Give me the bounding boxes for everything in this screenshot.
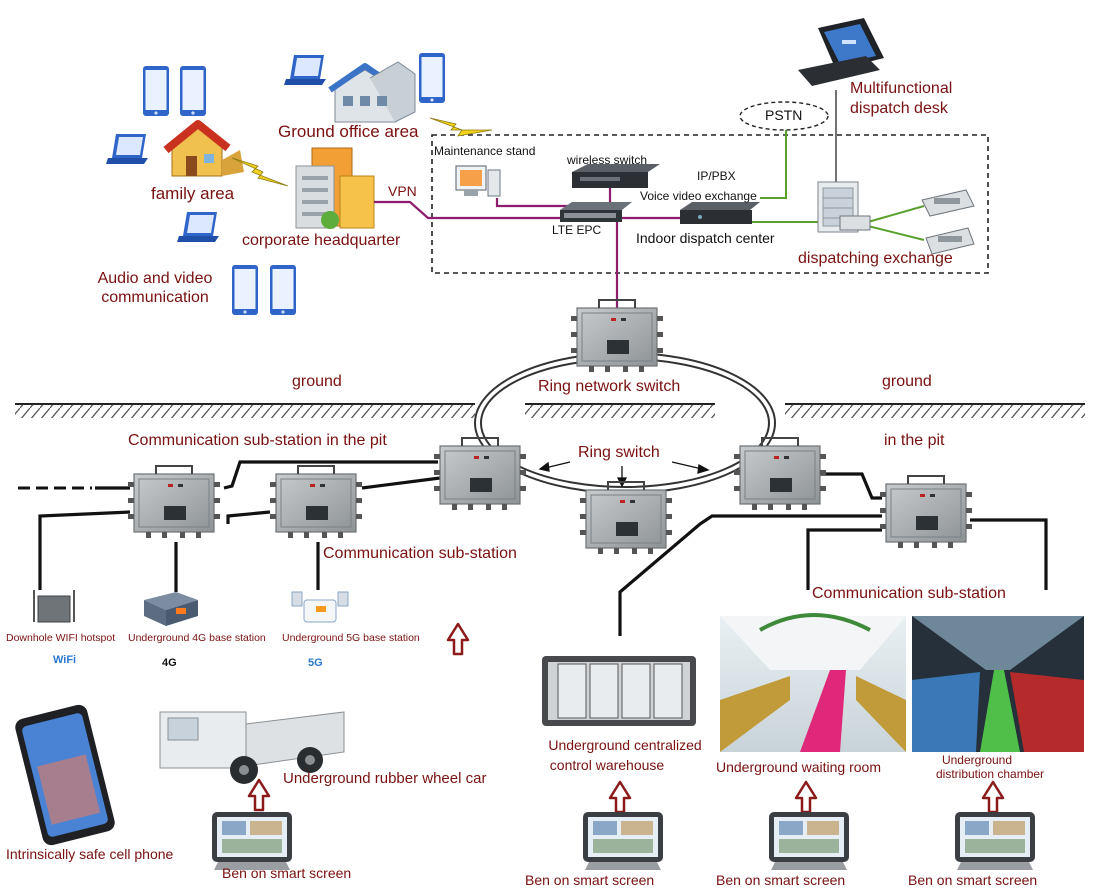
- label-comm-sub-station-left: Communication sub-station: [323, 545, 517, 562]
- label-sub-station-in-pit: Communication sub-station in the pit: [128, 432, 387, 449]
- label-smart-screen-4: Ben on smart screen: [908, 872, 1038, 888]
- family-house-icon: [163, 120, 244, 177]
- smart-screen-icon: [583, 812, 663, 870]
- cable-lines: [38, 460, 1048, 636]
- label-smart-screen-2: Ben on smart screen: [525, 872, 655, 888]
- label-ip-pbx: IP/PBX: [697, 169, 736, 183]
- label-maintenance-stand: Maintenance stand: [434, 144, 536, 158]
- ring-network-switch-box: [570, 299, 664, 373]
- phone-icon: [180, 66, 206, 116]
- dispatch-desk-icon: [798, 18, 884, 86]
- laptop-icon: [284, 55, 326, 85]
- label-voice-video-exchange: Voice video exchange: [640, 189, 757, 203]
- rubber-wheel-car-icon: [159, 711, 345, 784]
- laptop-icon: [177, 212, 219, 242]
- ip-pbx-icon: [680, 202, 760, 224]
- ring-direction-arrows: [538, 461, 710, 488]
- label-waiting-room: Underground waiting room: [716, 759, 881, 775]
- up-arrow-icon: [981, 780, 1005, 814]
- up-arrow-icon: [446, 622, 470, 656]
- label-audio-video-2: communication: [101, 289, 209, 306]
- wifi-badge: WiFi: [53, 654, 77, 666]
- telephone-icon: [921, 189, 975, 217]
- smart-screen-icon: [955, 812, 1035, 870]
- label-base-5g: Underground 5G base station: [282, 632, 420, 644]
- label-warehouse-1: Underground centralized: [548, 737, 702, 753]
- phone-icon: [419, 53, 445, 103]
- laptop-icon: [106, 134, 148, 164]
- pstn-link: [760, 128, 787, 199]
- base-station-5g-icon: [291, 591, 349, 623]
- label-ring-network-switch: Ring network switch: [538, 378, 681, 395]
- label-dispatch-desk-1: Multifunctional: [850, 80, 953, 97]
- up-arrow-icon: [247, 778, 271, 812]
- telephone-icon: [925, 227, 975, 255]
- ring-switch-box-left: [433, 437, 527, 511]
- comm-substation-box: [127, 465, 221, 539]
- pstn-cloud: [739, 101, 829, 131]
- distribution-chamber-photo: [912, 616, 1084, 752]
- up-arrow-icon: [794, 780, 818, 814]
- lte-epc-icon: [560, 202, 632, 222]
- phone-icon: [232, 265, 258, 315]
- label-in-the-pit: in the pit: [884, 432, 945, 449]
- label-smart-screen-3: Ben on smart screen: [716, 872, 846, 888]
- label-rubber-wheel-car: Underground rubber wheel car: [283, 770, 487, 787]
- intrinsically-safe-phone-icon: [15, 704, 115, 846]
- label-base-4g: Underground 4G base station: [128, 632, 266, 644]
- waiting-room-photo: [720, 613, 906, 752]
- label-distribution-1: Underground: [941, 753, 1013, 767]
- telephone-link: [867, 225, 925, 241]
- wireless-link-icon: [231, 157, 289, 187]
- label-lte-epc: LTE EPC: [552, 223, 602, 237]
- label-comm-sub-station-right: Communication sub-station: [812, 585, 1006, 602]
- label-family-area: family area: [151, 184, 235, 203]
- maintenance-computer-icon: [455, 165, 501, 197]
- smart-screen-icon: [212, 812, 292, 870]
- phone-icon: [143, 66, 169, 116]
- label-wireless-switch: wireless switch: [567, 153, 648, 167]
- ring-switch-box-bottom: [579, 481, 673, 555]
- control-center-boundary: [431, 134, 989, 274]
- label-ground-office-area: Ground office area: [278, 122, 419, 141]
- dispatching-exchange-icon: [817, 181, 871, 233]
- office-building-icon: [328, 61, 416, 123]
- label-indoor-dispatch-center: Indoor dispatch center: [636, 230, 775, 246]
- label-audio-video-1: Audio and video: [97, 270, 213, 287]
- label-ground-left: ground: [292, 373, 342, 390]
- label-ground-right: ground: [882, 373, 932, 390]
- smart-screen-icon: [769, 812, 849, 870]
- label-vpn: VPN: [388, 183, 417, 199]
- badge-5g: 5G: [308, 657, 323, 669]
- wireless-link-icon: [429, 117, 493, 137]
- control-warehouse-icon: [542, 656, 696, 726]
- comm-substation-box: [269, 465, 363, 539]
- label-distribution-2: distribution chamber: [936, 767, 1045, 781]
- label-dispatch-desk-2: dispatch desk: [850, 100, 948, 117]
- phone-icon: [270, 265, 296, 315]
- up-arrow-icon: [608, 780, 632, 814]
- label-ring-switch: Ring switch: [578, 444, 660, 461]
- base-station-4g-icon: [144, 592, 198, 626]
- label-wifi-hotspot: Downhole WIFI hotspot: [6, 632, 116, 644]
- telephone-link: [867, 205, 925, 223]
- ring-switch-box-right: [733, 437, 827, 511]
- label-dispatching-exchange: dispatching exchange: [798, 250, 953, 267]
- label-pstn: PSTN: [765, 107, 803, 123]
- badge-4g: 4G: [162, 657, 177, 669]
- vpn-link: [374, 200, 570, 220]
- label-warehouse-2: control warehouse: [549, 757, 665, 773]
- label-corporate-headquarter: corporate headquarter: [242, 232, 401, 249]
- label-cell-phone: Intrinsically safe cell phone: [6, 846, 174, 862]
- headquarter-building-icon: [295, 147, 375, 229]
- ground-surface: [15, 403, 1085, 418]
- label-smart-screen-1: Ben on smart screen: [222, 865, 352, 881]
- comm-substation-box: [879, 475, 973, 549]
- wifi-hotspot-icon: [33, 590, 75, 623]
- wireless-switch-icon: [572, 164, 660, 188]
